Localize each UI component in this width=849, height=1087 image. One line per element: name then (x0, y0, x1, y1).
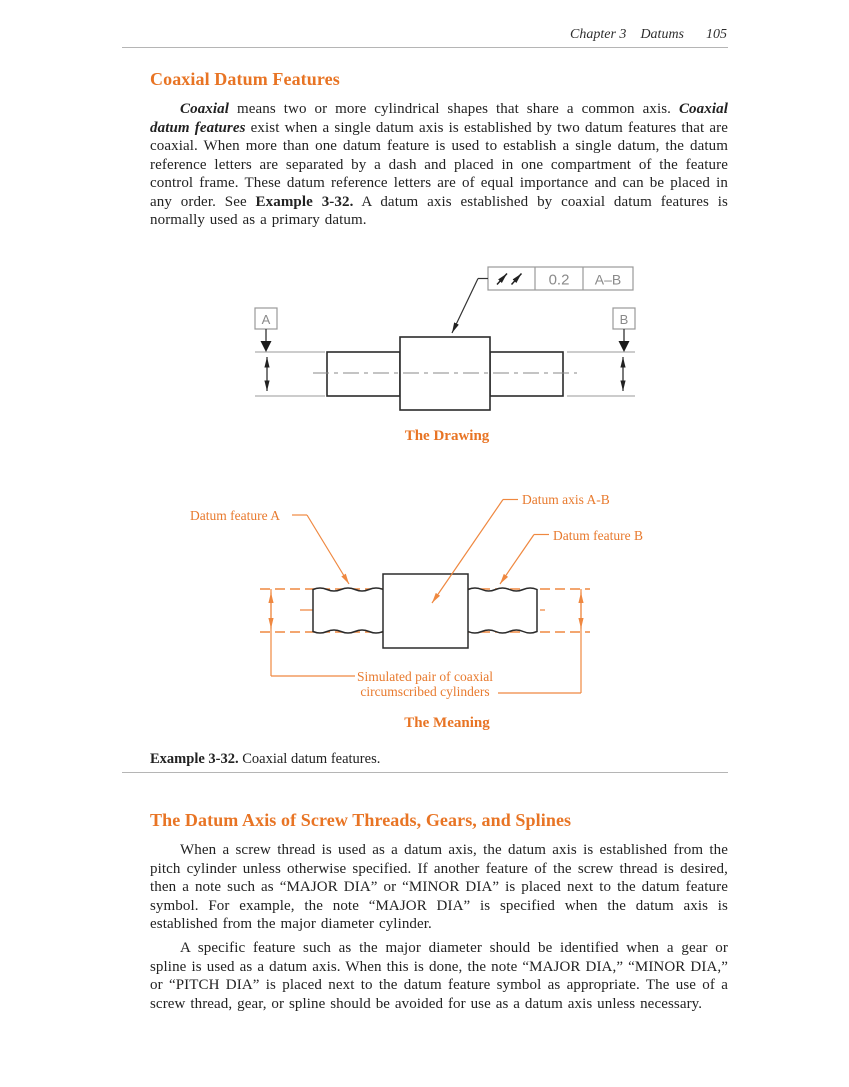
figure-the-drawing: A B 0.2 A–B (254, 266, 636, 411)
part-outline-actual (312, 573, 538, 649)
fcf-tolerance: 0.2 (549, 272, 570, 289)
term-coaxial: Coaxial (180, 101, 230, 117)
header-rule (122, 47, 728, 48)
caption-the-meaning: The Meaning (404, 715, 490, 731)
paragraph-text: exist when a single datum axis is establ… (150, 119, 728, 210)
datum-b-triangle (618, 341, 630, 352)
example-label: Example 3-32. (150, 751, 239, 767)
label-simulated-line1: Simulated pair of coaxial (357, 669, 493, 684)
datum-a-letter: A (262, 312, 271, 327)
paragraph-gear-spline: A specific feature such as the major dia… (150, 940, 728, 1012)
label-datum-feature-b: Datum feature B (553, 528, 643, 543)
feature-control-frame: 0.2 A–B (487, 266, 634, 291)
paragraph-coaxial: Coaxial means two or more cylindrical sh… (150, 100, 728, 230)
datum-a-symbol: A (254, 307, 278, 352)
label-simulated-line2: circumscribed cylinders (360, 684, 489, 699)
fcf-datum-ref: A–B (595, 272, 621, 288)
paragraph-text: means two or more cylindrical shapes tha… (229, 101, 679, 117)
extension-lines (255, 351, 635, 397)
datum-b-symbol: B (612, 307, 636, 352)
right-cylinder (489, 351, 564, 397)
datum-b-letter: B (620, 312, 629, 327)
leader-feature-a (306, 514, 350, 585)
leader-datum-axis (431, 499, 504, 604)
chapter-label: Chapter 3 (570, 27, 627, 42)
fcf-leader (451, 277, 488, 334)
label-leaders (292, 498, 549, 604)
page-number: 105 (706, 27, 727, 42)
center-cylinder (382, 573, 469, 649)
datum-a-triangle (260, 341, 272, 352)
example-text: Coaxial datum features. (238, 751, 381, 767)
total-runout-icon (496, 272, 523, 286)
figure-the-meaning: Datum axis A-B Datum feature A Datum fea… (190, 492, 643, 699)
example-reference: Example 3-32. (255, 193, 354, 210)
section-heading-coaxial: Coaxial Datum Features (150, 69, 340, 89)
topic-label: Datums (640, 27, 684, 42)
paragraph-screw-threads: When a screw thread is used as a datum a… (150, 842, 728, 932)
paragraph-text: A datum axis established by coaxial datu… (150, 193, 728, 229)
section-rule (122, 772, 728, 773)
leader-feature-b (499, 534, 535, 585)
left-cylinder-wavy (312, 587, 384, 634)
section-heading-screw-threads: The Datum Axis of Screw Threads, Gears, … (150, 810, 572, 830)
label-datum-axis-a-b: Datum axis A-B (522, 492, 610, 507)
example-caption: Example 3-32. Coaxial datum features. (150, 751, 380, 768)
left-cylinder (326, 351, 401, 397)
term-coaxial-datum-features: Coaxial datum features (150, 101, 728, 136)
page-header: Chapter 3 Datums 105 (570, 27, 727, 43)
dimension-lines (268, 589, 584, 694)
caption-the-drawing: The Drawing (404, 428, 490, 444)
label-datum-feature-a: Datum feature A (190, 508, 280, 523)
right-cylinder-wavy (467, 587, 538, 634)
